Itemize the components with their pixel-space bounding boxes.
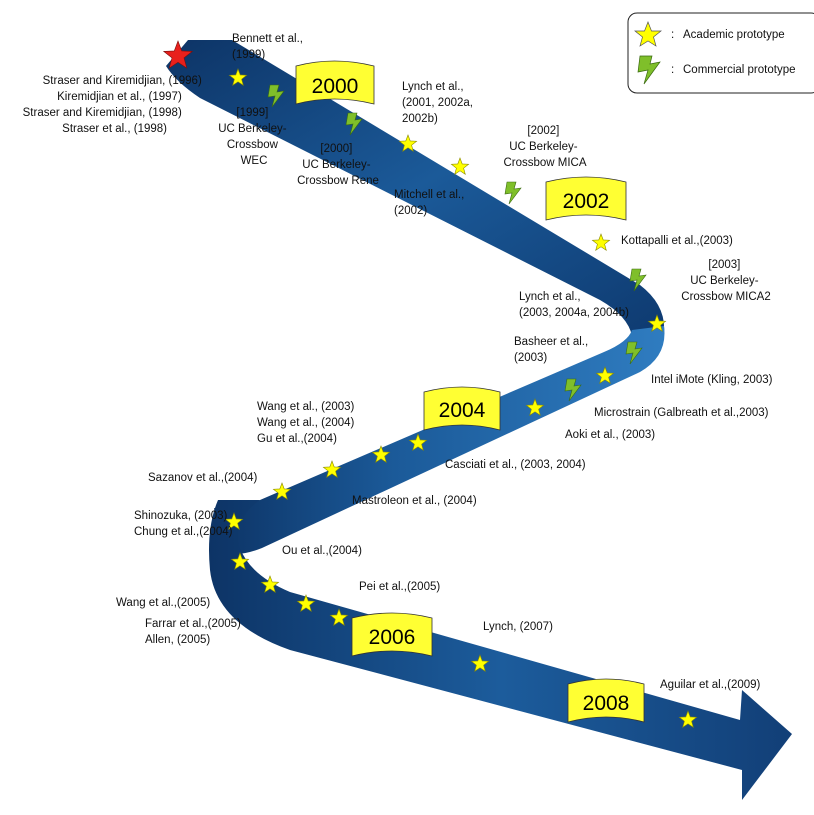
label-aguilar-2009: Aguilar et al.,(2009) <box>660 679 761 691</box>
academic-star-icon <box>296 594 316 612</box>
academic-star-icon <box>371 445 391 463</box>
legend-academic-label: Academic prototype <box>683 29 785 41</box>
commercial-lightning-icon <box>504 181 522 205</box>
year-flag-2002: 2002 <box>545 176 627 221</box>
academic-star-icon <box>228 68 248 86</box>
label-crossbow-mica: [2002] UC Berkeley- Crossbow MICA <box>503 125 586 169</box>
academic-star-icon <box>595 366 615 384</box>
ribbon-segment-3 <box>209 500 792 800</box>
year-flag-2008: 2008 <box>567 678 645 723</box>
yellow-star-icon <box>634 21 662 47</box>
academic-star-icon <box>230 552 250 570</box>
year-flag-2004: 2004 <box>423 386 501 431</box>
academic-star-icon <box>322 460 342 478</box>
academic-star-icon <box>408 433 428 451</box>
legend-academic-separator: : <box>671 29 674 41</box>
academic-star-icon <box>272 482 292 500</box>
label-wang-2003: Wang et al., (2003) Wang et al., (2004) … <box>257 401 358 445</box>
label-kottapalli-2003: Kottapalli et al.,(2003) <box>621 235 733 247</box>
label-microstrain: Microstrain (Galbreath et al.,2003) <box>594 407 769 419</box>
label-crossbow-mica2: [2003] UC Berkeley- Crossbow MICA2 <box>681 259 770 303</box>
academic-star-icon <box>224 512 244 530</box>
commercial-lightning-icon <box>625 341 643 365</box>
label-pei-2005: Pei et al.,(2005) <box>359 581 440 593</box>
label-mitchell-2002: Mitchell et al., (2002) <box>394 189 468 217</box>
academic-star-icon <box>450 157 470 175</box>
year-markers: 2000 2002 2004 2006 2008 <box>295 60 645 723</box>
label-casciati: Casciati et al., (2003, 2004) <box>445 459 586 471</box>
commercial-lightning-icon <box>629 268 647 292</box>
commercial-lightning-icon <box>345 112 363 136</box>
academic-star-icon <box>678 710 698 728</box>
academic-star-icon <box>647 314 667 332</box>
prototype-markers <box>162 40 698 728</box>
academic-star-icon <box>398 134 418 152</box>
ribbon-segment-1 <box>166 40 665 336</box>
label-sazanov-2004: Sazanov et al.,(2004) <box>148 472 257 484</box>
legend-box <box>627 12 814 94</box>
reference-labels: Straser and Kiremidjian, (1996) Kiremidj… <box>23 33 773 691</box>
legend-commercial-label: Commercial prototype <box>683 64 795 76</box>
label-mastroleon-2004: Mastroleon et al., (2004) <box>352 495 477 507</box>
commercial-lightning-icon <box>267 84 285 108</box>
year-label-2004: 2004 <box>439 399 486 422</box>
label-ou-2004: Ou et al.,(2004) <box>282 545 362 557</box>
label-wang-2005: Wang et al.,(2005) <box>116 597 210 609</box>
academic-star-icon <box>470 654 490 672</box>
academic-star-icon <box>525 398 545 416</box>
academic-star-icon <box>329 608 349 626</box>
legend-commercial: : Commercial prototype <box>637 55 795 85</box>
year-label-2002: 2002 <box>563 190 610 213</box>
label-crossbow-rene: [2000] UC Berkeley- Crossbow Rene <box>297 143 379 187</box>
label-lynch-2001: Lynch et al., (2001, 2002a, 2002b) <box>402 81 476 125</box>
legend: : Academic prototype : Commercial protot… <box>627 12 814 94</box>
label-lynch-2003: Lynch et al., (2003, 2004a, 2004b) <box>519 291 629 319</box>
label-basheer-2003: Basheer et al., (2003) <box>514 336 591 364</box>
label-aoki-2003: Aoki et al., (2003) <box>565 429 655 441</box>
academic-star-icon <box>591 233 611 251</box>
academic-star-icon <box>260 575 280 593</box>
legend-academic: : Academic prototype <box>634 21 785 47</box>
year-label-2000: 2000 <box>312 75 359 98</box>
year-label-2006: 2006 <box>369 626 416 649</box>
timeline-ribbon <box>166 40 792 800</box>
legend-commercial-separator: : <box>671 64 674 76</box>
year-flag-2006: 2006 <box>351 612 433 657</box>
label-bennett-1999: Bennett et al., (1999) <box>232 33 306 61</box>
label-straser-1996: Straser and Kiremidjian, (1996) Kiremidj… <box>23 75 205 135</box>
label-farrar-2005: Farrar et al.,(2005) Allen, (2005) <box>145 618 244 646</box>
year-label-2008: 2008 <box>583 692 630 715</box>
ribbon-segment-2 <box>214 326 665 554</box>
label-crossbow-wec: [1999] UC Berkeley- Crossbow WEC <box>218 107 290 167</box>
green-lightning-icon <box>637 55 661 85</box>
year-flag-2000: 2000 <box>295 60 375 105</box>
red-star-icon <box>162 40 194 69</box>
commercial-lightning-icon <box>564 378 582 402</box>
label-intel-imote: Intel iMote (Kling, 2003) <box>651 374 773 386</box>
label-shinozuka-2003: Shinozuka, (2003) Chung et al.,(2004) <box>134 510 233 538</box>
label-lynch-2007: Lynch, (2007) <box>483 621 553 633</box>
